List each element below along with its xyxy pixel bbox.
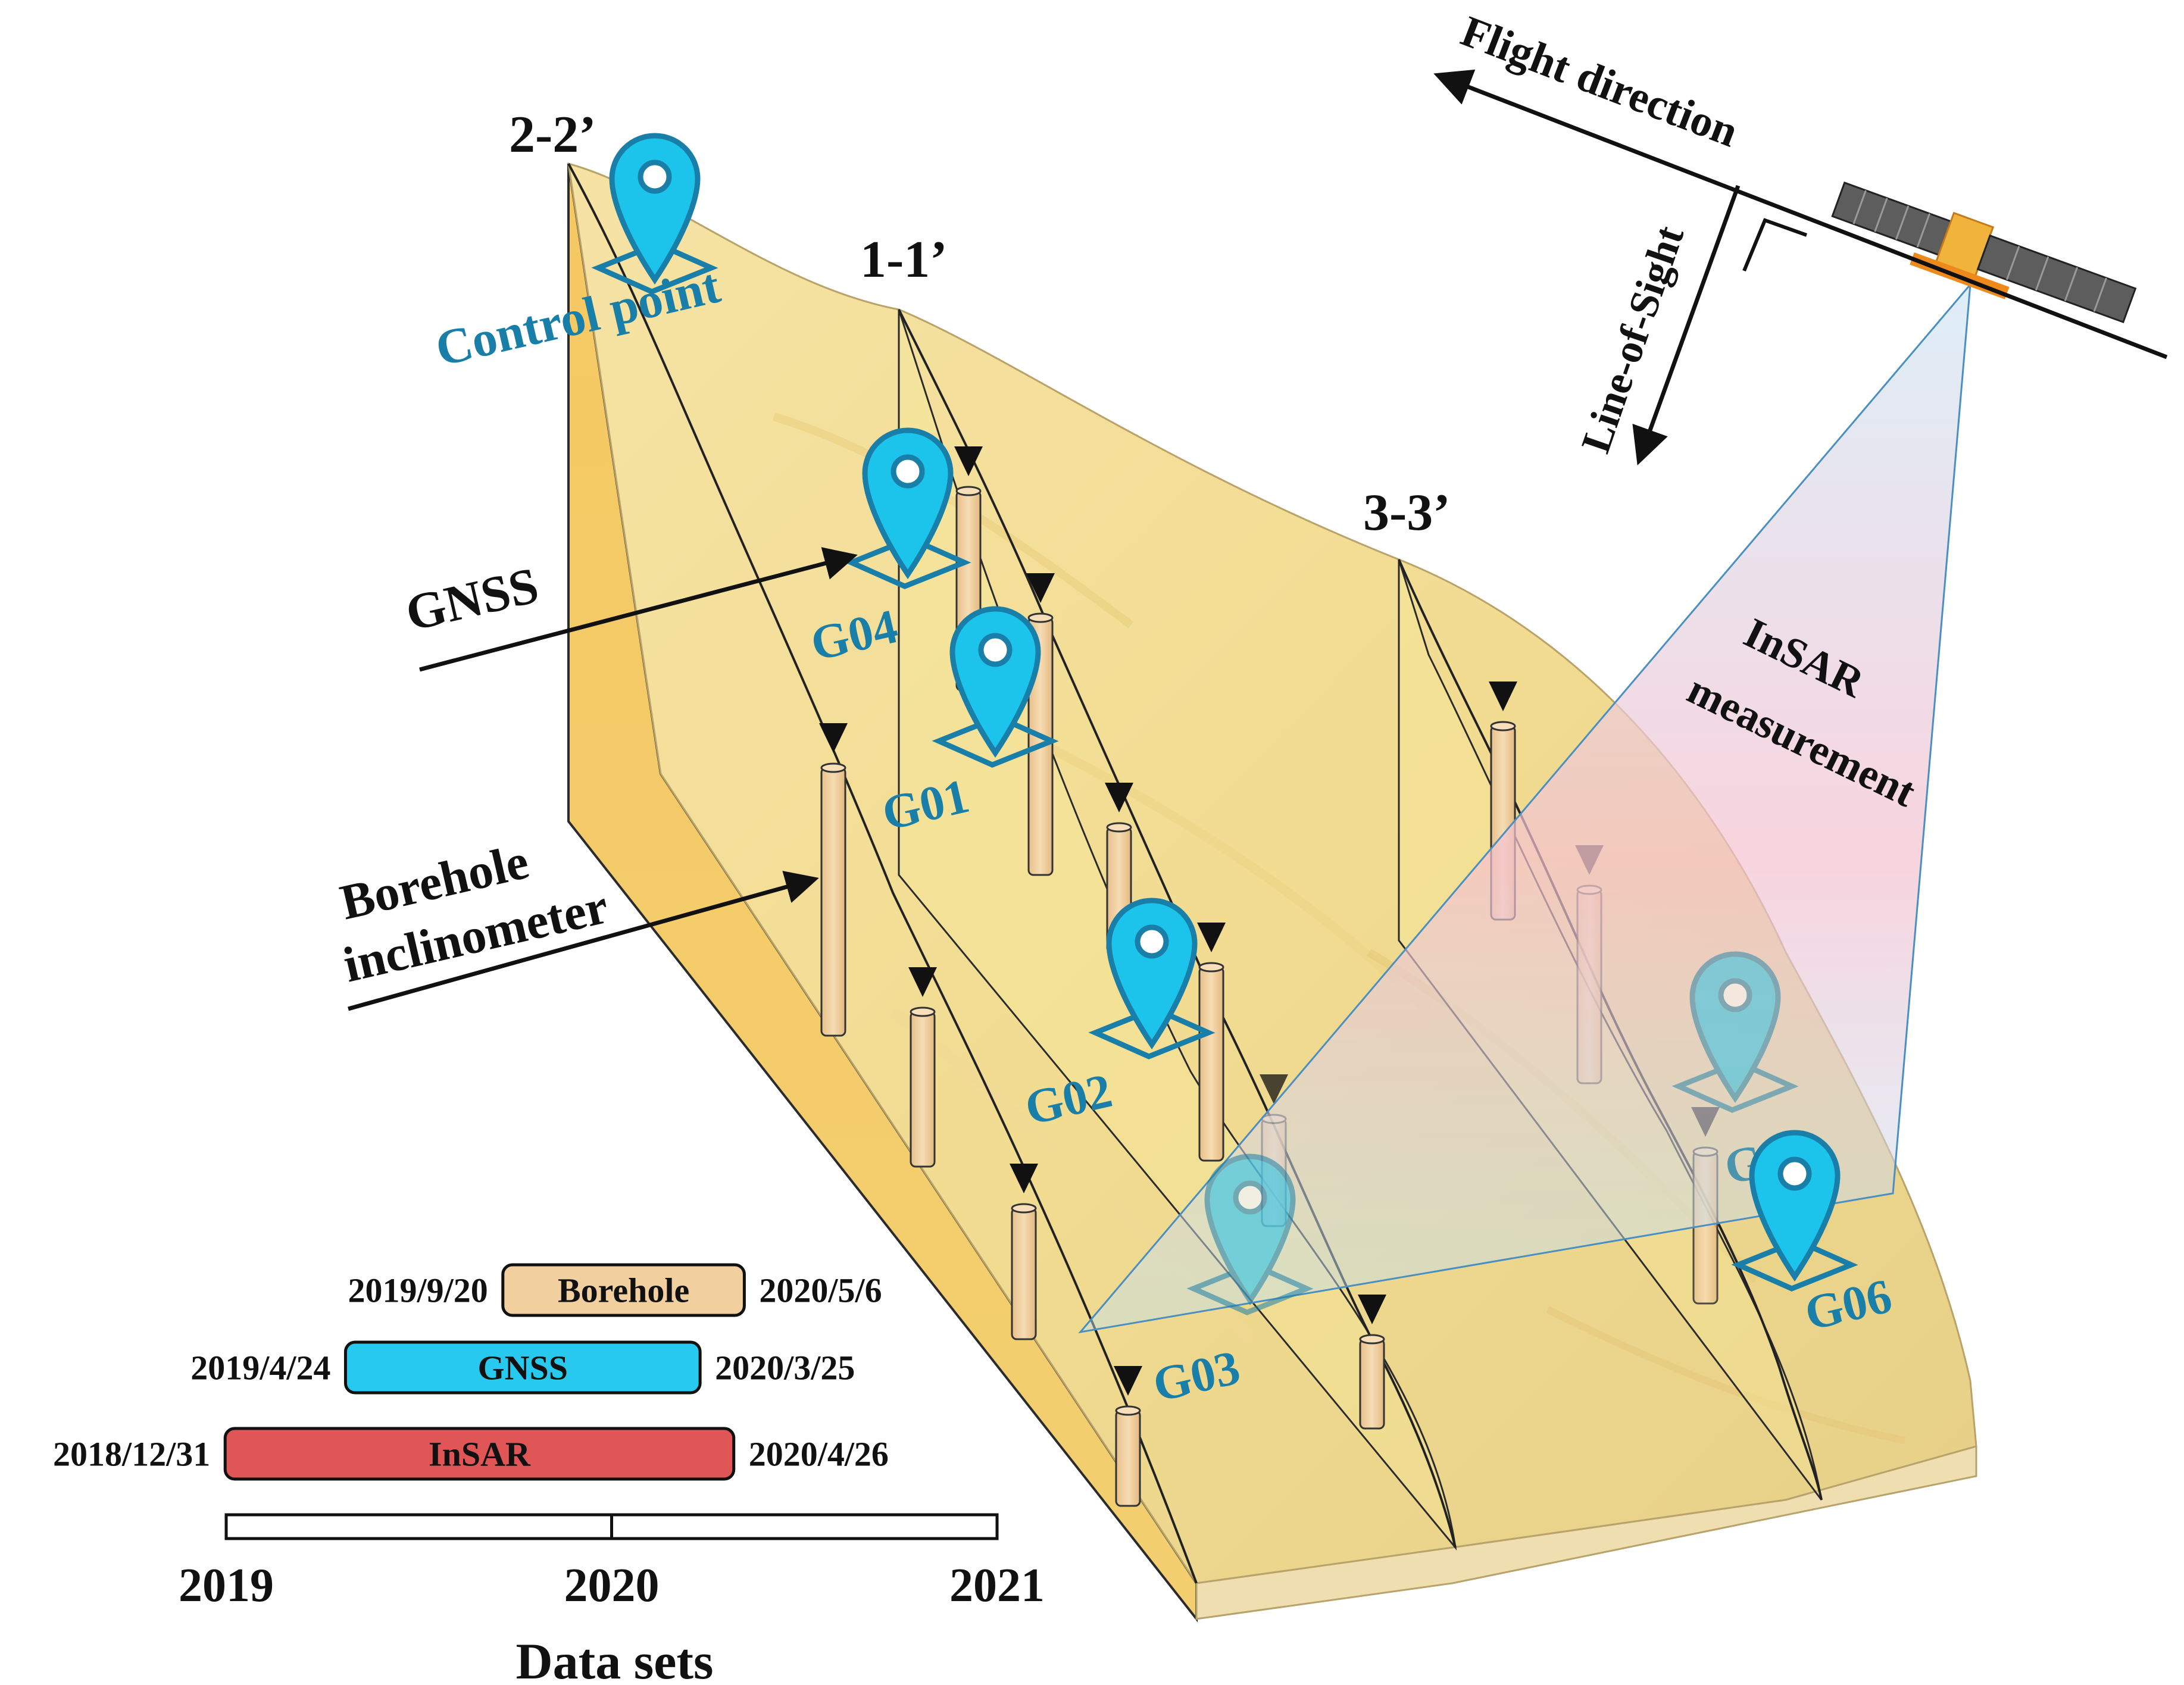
section-label-3: 3-3’ [1363, 484, 1451, 542]
dataset-bar-label: GNSS [478, 1349, 568, 1387]
flight-direction-label: Flight direction [1455, 7, 1745, 157]
borehole-tube [1198, 966, 1224, 1162]
gnss-station-marker [1088, 898, 1216, 1059]
dataset-bar [501, 1263, 746, 1317]
gnss-label: GNSS [401, 556, 544, 642]
borehole-tube [910, 1011, 936, 1168]
borehole-head-triangle [1197, 923, 1226, 952]
borehole-head-triangle [1105, 783, 1133, 812]
slope-front-face [1195, 1445, 1977, 1620]
borehole-head-triangle [1489, 681, 1517, 711]
borehole-tube [1011, 1207, 1037, 1340]
location-pin-icon [1689, 951, 1781, 1103]
gnss-station-marker [932, 606, 1059, 768]
location-pin-icon [1749, 1130, 1841, 1282]
dataset-bar-label: InSAR [429, 1435, 531, 1474]
timeline-tick-label: 2021 [949, 1559, 1045, 1612]
timeline-axis-title: Data sets [516, 1633, 714, 1685]
borehole-inclinometer [1114, 1366, 1142, 1507]
borehole-head-triangle [1010, 1164, 1038, 1193]
orbit-geometry [1433, 69, 2168, 465]
borehole-pointer-arrow [348, 871, 819, 1011]
borehole-head-triangle [1026, 573, 1055, 603]
dataset-end-date: 2020/3/25 [715, 1349, 855, 1387]
line-of-sight-arrow [1632, 185, 1741, 465]
borehole-head-triangle [1358, 1295, 1386, 1324]
borehole-tube [1115, 1409, 1141, 1507]
borehole-inclinometer [1197, 923, 1226, 1162]
borehole-tube [820, 767, 846, 1037]
location-pin-icon [949, 606, 1041, 758]
dataset-end-date: 2020/4/26 [749, 1435, 889, 1474]
gnss-station-marker [1671, 951, 1799, 1113]
gnss-station-marker [1186, 1153, 1314, 1315]
timeline-tick-label: 2019 [179, 1559, 274, 1612]
borehole-head-triangle [1260, 1074, 1288, 1104]
borehole-head-triangle [954, 446, 983, 476]
borehole-inclinometer [1358, 1295, 1386, 1430]
borehole-tube [1359, 1338, 1385, 1430]
dataset-start-date: 2018/12/31 [53, 1435, 210, 1474]
dataset-start-date: 2019/4/24 [190, 1349, 330, 1387]
borehole-head-triangle [819, 723, 848, 753]
borehole-inclinometer [1026, 573, 1055, 876]
right-angle-symbol [1742, 218, 1808, 272]
gnss-station-marker [1731, 1130, 1858, 1292]
dataset-end-date: 2020/5/6 [759, 1271, 882, 1310]
location-pin-icon [1106, 898, 1198, 1050]
gnss-pointer-arrow [419, 547, 858, 672]
borehole-inclinometer [819, 723, 848, 1037]
flight-direction-arrow [1433, 69, 2168, 359]
borehole-inclinometer [1010, 1164, 1038, 1340]
location-pin-icon [862, 427, 954, 580]
location-pin-icon [609, 133, 701, 285]
timeline-tick-label: 2020 [564, 1559, 660, 1612]
section-label-2: 2-2’ [509, 106, 596, 164]
solar-panel-left [1831, 181, 1952, 257]
location-pin-icon [1204, 1153, 1296, 1306]
dataset-bar [223, 1427, 736, 1481]
gnss-station-marker [844, 427, 971, 589]
solar-panel-right [1976, 234, 2137, 324]
borehole-head-triangle [908, 967, 937, 997]
section-label-1: 1-1’ [860, 231, 948, 289]
dataset-start-date: 2019/9/20 [348, 1271, 488, 1310]
dataset-bar-label: Borehole [558, 1271, 689, 1310]
borehole-inclinometer [908, 967, 937, 1168]
dataset-bar [343, 1340, 702, 1395]
borehole-head-triangle [1114, 1366, 1142, 1396]
control-point-marker [591, 133, 718, 295]
satellite-icon [1831, 181, 2137, 324]
line-of-sight-label: Line-of-Sight [1573, 220, 1693, 458]
